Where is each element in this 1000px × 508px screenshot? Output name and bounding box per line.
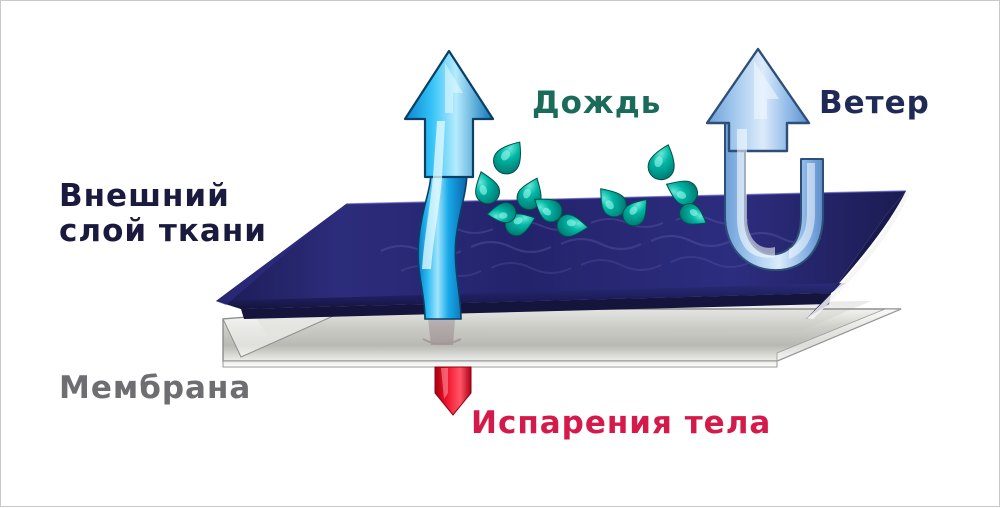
droplet [493,141,522,175]
droplet [534,198,563,223]
fabric-bottom-edge [241,293,831,319]
wind-arrow-bend-highlight [789,163,815,259]
body-vapor-red-arrow [434,366,472,416]
label-membrane: Мембрана [59,370,252,406]
droplet [679,203,707,225]
vapor-arrow-highlight [422,121,445,269]
wind-arrow [705,47,824,272]
label-outer-fabric: Внешний слой ткани [59,178,267,249]
droplet [647,144,675,181]
label-wind: Ветер [819,85,930,121]
membrane-front-edge [222,360,778,368]
droplet [600,188,627,218]
droplet [556,214,589,238]
vapor-arrow-head [403,49,495,179]
droplet [475,171,500,205]
red-arrow-body [434,366,472,416]
fabric-left-tip [216,204,346,305]
droplet [665,180,699,206]
wind-arrow-highlight [737,129,775,258]
fabric-right-tail [806,191,906,319]
fabric-front-edge [216,283,846,309]
membrane-right-bevel [776,308,902,362]
droplet [622,198,648,227]
label-rain: Дождь [532,85,662,121]
label-body-vapor: Испарения тела [471,405,772,441]
red-arrow-highlight [441,368,448,399]
droplet [486,202,517,224]
vapor-arrow [403,49,495,320]
wind-arrow-head-highlight [754,61,779,119]
rain-droplets [475,141,707,238]
vapor-arrow-head-highlight [445,63,463,113]
